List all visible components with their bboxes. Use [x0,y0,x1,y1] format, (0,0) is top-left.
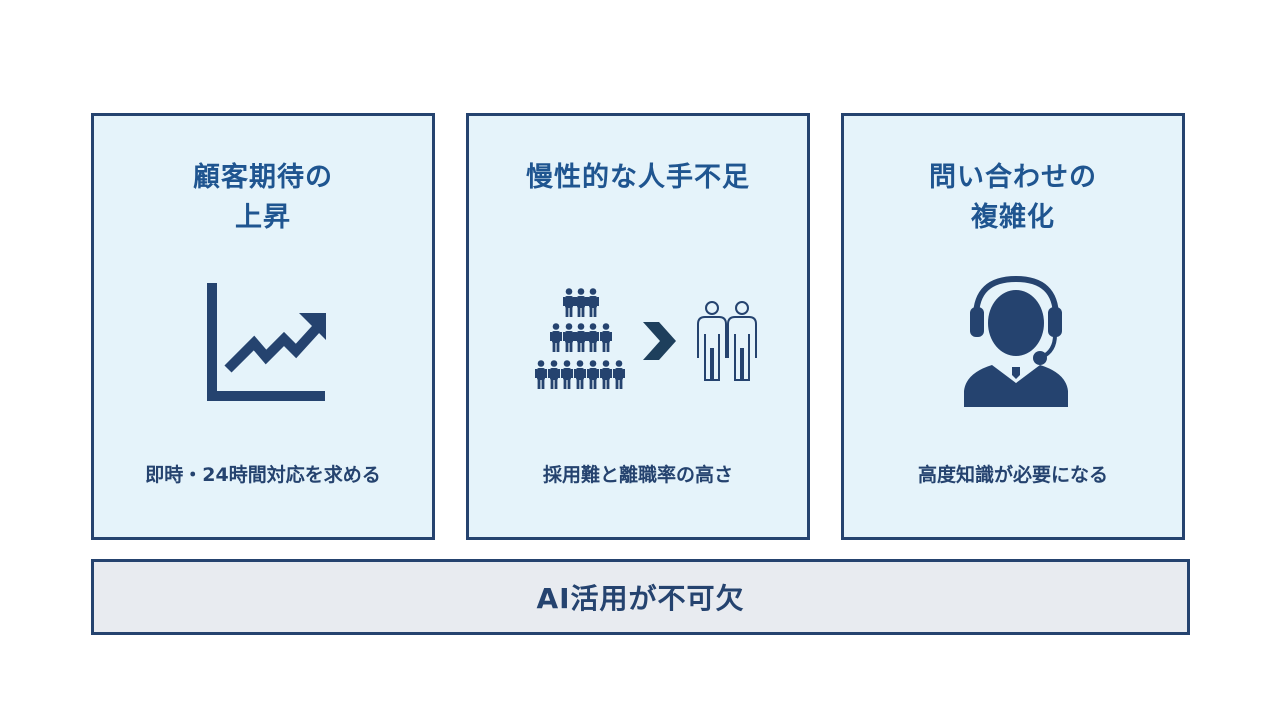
crowd-icon [535,288,625,389]
card-title: 顧客期待の 上昇 [193,162,333,233]
banner-text: AI活用が不可欠 [536,582,745,615]
chevron-right-icon [643,322,676,360]
card-customer-expectations: 顧客期待の 上昇 即時・24時間対応を求める [91,113,435,540]
card-title: 慢性的な人手不足 [526,162,750,193]
rising-chart-icon [207,283,326,401]
card-subtitle: 採用難と離職率の高さ [542,464,733,486]
card-title: 問い合わせの 複雑化 [929,162,1097,233]
conclusion-banner: AI活用が不可欠 [91,559,1190,635]
card-labor-shortage: 慢性的な人手不足 採用難と離職率の高さ [466,113,810,540]
card-inquiry-complexity: 問い合わせの 複雑化 高度知識が必要になる [841,113,1185,540]
card-subtitle: 即時・24時間対応を求める [145,464,381,486]
two-people-icon [697,301,757,381]
headset-operator-icon [964,275,1068,407]
card-subtitle: 高度知識が必要になる [917,464,1108,486]
